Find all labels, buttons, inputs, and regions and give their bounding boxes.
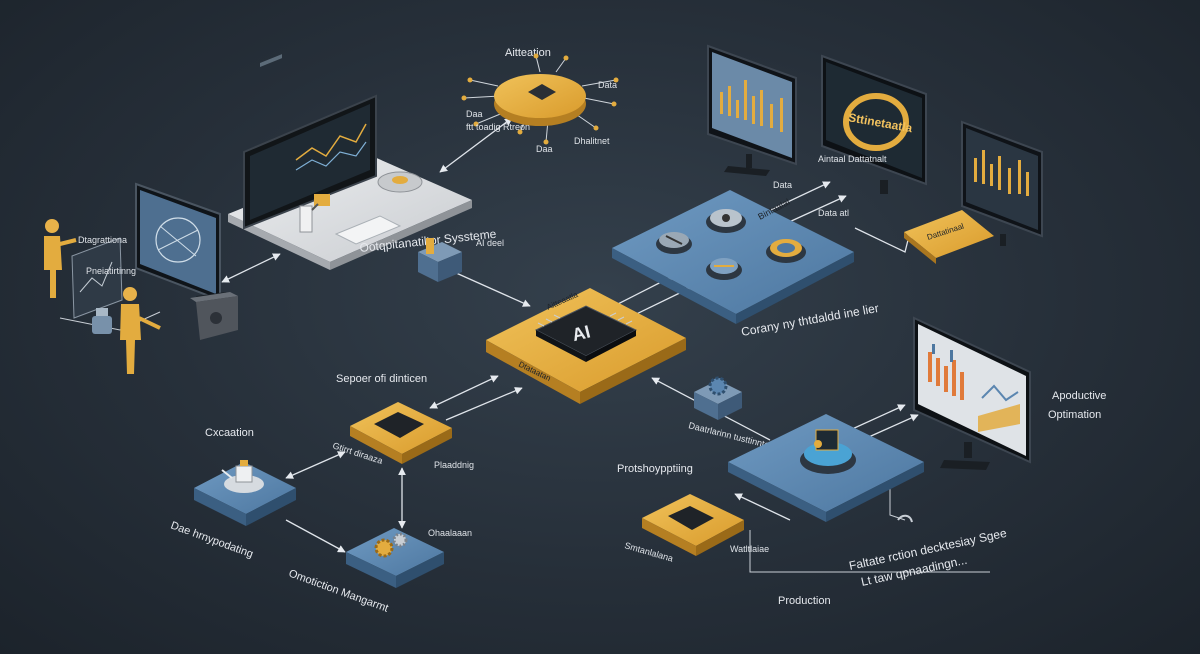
sensor-dial-icon <box>766 239 806 263</box>
ai-deel-label: AI deel <box>476 238 504 248</box>
proto-sub-label: Smtanlalana <box>623 540 674 563</box>
person-icon <box>120 287 161 374</box>
ai-chip-icon <box>668 506 714 530</box>
robot-arm-icon <box>92 308 112 334</box>
monitor-icon: Sttinetaatla <box>821 54 927 194</box>
connector-sepor-1 <box>429 375 499 409</box>
lens-icon <box>210 312 222 324</box>
connector-left <box>221 253 281 283</box>
connector-persons <box>59 311 161 331</box>
connector-proto-2 <box>734 493 791 521</box>
connector-sepor-2 <box>445 387 523 421</box>
top-chip: Aitteation Daa ftt toadig Rtreon Data Da… <box>461 47 619 154</box>
connector-apoductive-2 <box>849 404 906 431</box>
arrow-icon <box>897 514 913 523</box>
apoductive-monitor: Apoductive Optimation <box>913 316 1106 470</box>
omo-label: Ohaalaaan <box>428 528 472 538</box>
monitor-icon <box>961 120 1043 246</box>
sepor-label: Sepoer ofi dinticen <box>336 373 427 385</box>
ai-chip-icon <box>528 84 556 100</box>
small-gold-card: Dattatinaal <box>904 210 994 264</box>
ai-chip-icon <box>374 412 424 438</box>
sensor-dial-icon <box>706 209 746 233</box>
left-panel-label-1: Dtagrattiona <box>78 235 127 245</box>
sepor-chip: Sepoer ofi dinticen Gtirrt diraaza Plaad… <box>331 373 474 470</box>
left-operators: Dtagrattiona Pneiatirtinng <box>44 219 161 374</box>
robot-arm-icon <box>299 194 330 233</box>
top-right-monitors: Sttinetaatla Data Aintaal Dattatnalt Dat… <box>707 44 1043 264</box>
sensor-dial-icon <box>656 232 692 254</box>
left-panel-label-2: Pneiatirtinng <box>86 266 136 276</box>
computational-systems-platform: Ootqpitanatiltor Syssteme <box>228 54 497 270</box>
chip-left-label-2: Plaaddnig <box>434 460 474 470</box>
proto-sub-label-2: Watltlaiae <box>730 544 769 554</box>
production-platform <box>728 414 924 522</box>
top-chip-title: Aitteation <box>505 47 551 59</box>
top-chip-l4: Daa <box>536 144 553 154</box>
top-chip-l1: Daa <box>466 109 483 119</box>
production-label: Production <box>778 595 831 607</box>
connector-monitors-1 <box>759 181 831 216</box>
center-ai-text: AI <box>570 321 592 345</box>
connector-mgmt <box>285 519 346 553</box>
sensor-platform: Bintaalal Corany ny thtdaldd ine lier <box>612 190 880 339</box>
right-label-data: Data <box>773 180 792 190</box>
left-display-panel <box>71 237 123 319</box>
gear-icon <box>708 376 728 396</box>
gear-robot: Daatrlarinn tusttinnte <box>688 376 771 450</box>
center-ai-platform: AI Aitteaatla Dtataatan <box>486 288 686 404</box>
connector-excavation <box>285 451 346 479</box>
robot-arm-icon: AI deel <box>418 238 504 282</box>
ai-chip-icon: AI <box>534 305 638 362</box>
connector-apoductive <box>861 414 919 441</box>
person-icon <box>44 219 77 298</box>
excavation-platform: Cxcaation Dae hrnypodating <box>169 427 296 561</box>
connector-production <box>749 530 990 573</box>
dae-prototyping-label: Dae hrnypodating <box>169 520 255 561</box>
right-label-2: Aintaal Dattatnalt <box>818 154 887 164</box>
sensor-dial-icon <box>706 258 742 280</box>
bottom-right-notes: Faltate rction decktesiay Sgee Lt taw qp… <box>778 514 1008 607</box>
right-label-3: Data atl <box>818 208 849 218</box>
top-chip-l3: ftt toadig Rtreon <box>466 122 530 132</box>
prototyping-label: Protshoypptiing <box>617 463 693 475</box>
gear-label: Daatrlarinn tusttinnte <box>688 420 771 450</box>
monitor-icon <box>707 44 797 176</box>
connector-top <box>439 117 513 173</box>
prototyping-chip: Protshoypptiing Smtanlalana Watltlaiae <box>617 463 769 564</box>
gear-icon <box>374 532 408 558</box>
optimation-label: Optimation <box>1048 409 1101 421</box>
apoductive-label: Apoductive <box>1052 390 1106 402</box>
top-chip-l2: Data <box>598 80 617 90</box>
management-platform: Ohaalaaan Omotiction Mangarmt <box>287 528 472 615</box>
excavation-label: Cxcaation <box>205 427 254 439</box>
connector-card <box>854 227 913 253</box>
robot-arm-icon <box>221 460 264 493</box>
connector-ai-deel <box>444 267 531 307</box>
map-monitor <box>135 182 238 340</box>
top-chip-l6: Dhalitnet <box>574 136 610 146</box>
